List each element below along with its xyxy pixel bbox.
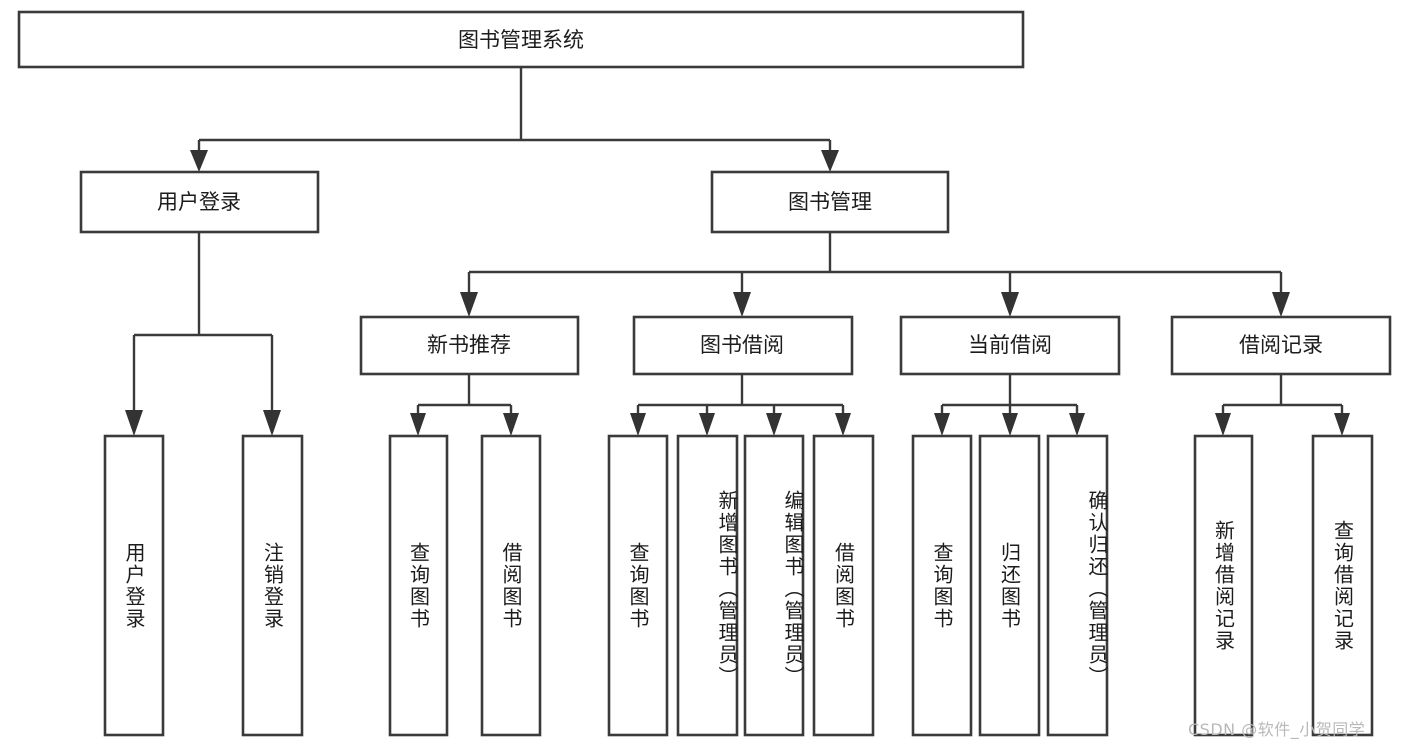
leaf-box-bb-query[interactable] (607, 434, 669, 737)
arrowhead-bb-leaf1 (630, 413, 646, 436)
arrowhead-record (1272, 292, 1290, 317)
node-label-group: 图书管理系统 用户登录 图书管理 新书推荐 图书借阅 当前借阅 借阅记录 (157, 28, 1323, 357)
node-box-group (17, 10, 1392, 737)
watermark-text: CSDN @软件_小贺同学 (1188, 720, 1366, 739)
arrowhead-book-manage (821, 150, 839, 172)
arrowhead-cb-leaf1 (934, 413, 950, 436)
leaf-box-cb-query[interactable] (911, 434, 973, 737)
node-book-manage-label: 图书管理 (788, 190, 872, 214)
leaf-box-bb-edit[interactable] (743, 434, 805, 737)
leaf-box-bb-borrow[interactable] (812, 434, 875, 737)
leaf-box-cb-confirm[interactable] (1046, 434, 1109, 737)
node-user-login-box[interactable] (79, 170, 320, 234)
node-root-box[interactable] (17, 10, 1025, 69)
node-book-borrow-box[interactable] (632, 315, 854, 376)
node-current-borrow-label: 当前借阅 (968, 333, 1052, 357)
arrowhead-current (1001, 292, 1019, 317)
node-book-manage-box[interactable] (710, 170, 950, 234)
arrowhead-ul-leaf2 (263, 410, 281, 436)
arrowhead-borrow (733, 292, 751, 317)
arrowhead-bb-leaf2 (699, 413, 715, 436)
arrowhead-br-leaf2 (1334, 413, 1350, 436)
arrowhead-nb-leaf2 (503, 413, 519, 436)
node-new-book-label: 新书推荐 (427, 333, 511, 357)
arrowhead-ul-leaf1 (125, 410, 143, 436)
arrowhead-cb-leaf3 (1069, 413, 1085, 436)
arrowhead-user-login (190, 150, 208, 172)
node-current-borrow-box[interactable] (899, 315, 1121, 376)
node-user-login-label: 用户登录 (157, 190, 241, 214)
leaf-box-user-login[interactable] (103, 434, 165, 737)
leaf-box-nb-query[interactable] (388, 434, 449, 737)
node-borrow-record-label: 借阅记录 (1239, 333, 1323, 357)
leaf-box-cb-return[interactable] (978, 434, 1041, 737)
arrowhead-br-leaf1 (1215, 413, 1231, 436)
node-new-book-box[interactable] (359, 315, 580, 376)
leaf-box-nb-borrow[interactable] (480, 434, 542, 737)
arrowhead-bb-leaf4 (835, 413, 851, 436)
leaf-box-br-query[interactable] (1311, 434, 1374, 737)
leaf-box-bb-add[interactable] (676, 434, 739, 737)
arrowhead-nb-leaf1 (410, 413, 426, 436)
node-book-borrow-label: 图书借阅 (700, 333, 784, 357)
node-borrow-record-box[interactable] (1170, 315, 1392, 376)
arrowhead-cb-leaf2 (1002, 413, 1018, 436)
leaf-box-logout[interactable] (241, 434, 304, 737)
leaf-box-br-add[interactable] (1193, 434, 1254, 737)
arrowhead-group (125, 150, 1350, 436)
arrowhead-new-book (460, 292, 478, 317)
arrowhead-bb-leaf3 (766, 413, 782, 436)
node-root-label: 图书管理系统 (458, 28, 584, 52)
